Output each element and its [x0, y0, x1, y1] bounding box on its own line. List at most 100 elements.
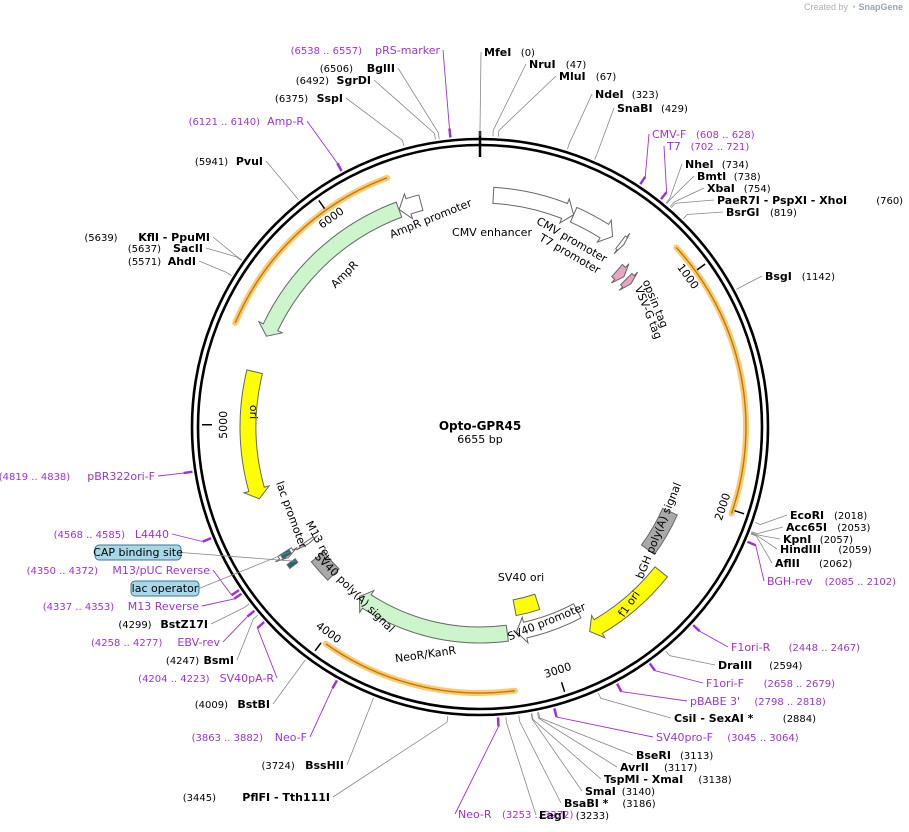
- primer-range: (6538 .. 6557): [291, 46, 363, 57]
- site-leader-hindiii: [750, 532, 778, 550]
- primer-bgh-rev[interactable]: BGH-rev(2085 .. 2102): [767, 575, 896, 588]
- site-mfei[interactable]: MfeI(0): [484, 46, 535, 59]
- primer-range: (6121 .. 6140): [189, 117, 261, 128]
- feature-vsv-g-tag[interactable]: [618, 271, 639, 291]
- primer-mark-pbr322ori-f: [183, 470, 193, 475]
- site-name: BsrGI: [726, 206, 759, 219]
- primer-f1ori-r[interactable]: F1ori-R(2448 .. 2467): [731, 641, 860, 654]
- feature-cmv-promoter[interactable]: [569, 206, 614, 244]
- site-bstbi[interactable]: BstBI(4009): [195, 698, 270, 711]
- site-pvui[interactable]: PvuI(5941): [195, 155, 263, 168]
- site-eagi[interactable]: EagI(3233): [539, 809, 609, 822]
- site-draiii[interactable]: DraIII(2594): [718, 659, 803, 672]
- primer-range: (4204 .. 4223): [138, 674, 210, 685]
- feature-cmv-enhancer[interactable]: [492, 186, 575, 225]
- feature-t7-promoter[interactable]: [613, 232, 631, 255]
- feature-sv40-promoter[interactable]: [515, 603, 582, 645]
- primer-range: (4350 .. 4372): [27, 566, 99, 577]
- site-ecori[interactable]: EcoRI(2018): [790, 509, 867, 522]
- site-hindiii[interactable]: HindIII(2059): [780, 543, 872, 556]
- site-kpni[interactable]: KpnI(2057): [783, 533, 853, 546]
- site-nhei[interactable]: NheI(734): [685, 158, 749, 171]
- site-name: BseRI: [636, 749, 671, 762]
- primer-m13-reverse[interactable]: M13 Reverse (4337 .. 4353): [43, 600, 199, 613]
- site-bsmi[interactable]: BsmI(4247): [166, 654, 234, 667]
- site-acc65i[interactable]: Acc65I(2053): [786, 521, 871, 534]
- site-bsabi[interactable]: BsaBI *(3186): [564, 797, 656, 810]
- site-position: (754): [744, 184, 771, 195]
- primer-name: M13 Reverse: [128, 600, 199, 613]
- feature-neor-kanr[interactable]: [358, 589, 509, 644]
- site-paer7i-pspxi-xhoi[interactable]: PaeR7I - PspXI - XhoI(760): [717, 194, 903, 207]
- primer-m13-puc-reverse[interactable]: M13/pUC Reverse(4350 .. 4372): [27, 564, 211, 577]
- site-avrii[interactable]: AvrII(3117): [620, 761, 697, 774]
- primer-range: (4337 .. 4353): [43, 602, 115, 613]
- primer-range: (3045 .. 3064): [727, 733, 799, 744]
- primer-leader-cmv-f: [644, 133, 650, 177]
- site-leader-nhei: [665, 163, 683, 204]
- feature-ampr-promoter[interactable]: [398, 192, 424, 220]
- site-ndei[interactable]: NdeI(323): [595, 88, 659, 101]
- feature-ori[interactable]: [239, 369, 271, 500]
- site-bsgi[interactable]: BsgI(1142): [765, 270, 835, 283]
- feature-ampr[interactable]: [257, 201, 403, 337]
- site-snabi[interactable]: SnaBI(429): [617, 102, 688, 115]
- site-bsrgi[interactable]: BsrGI (819): [726, 206, 797, 219]
- site-ahdi[interactable]: AhdI(5571): [128, 255, 196, 268]
- boxed-label-cap-binding-site[interactable]: CAP binding site: [93, 544, 296, 562]
- site-kfli-ppumi[interactable]: KflI - PpuMI(5639): [84, 231, 210, 244]
- orf-arc-line-0: [675, 247, 747, 514]
- primer-mark-l4440: [202, 537, 212, 543]
- site-position: (760): [876, 196, 903, 207]
- feature-sv40-ori[interactable]: [512, 593, 541, 617]
- boxed-label-bg: [130, 580, 200, 597]
- feature-f1-ori[interactable]: [589, 566, 669, 639]
- site-sgrdi[interactable]: SgrDI(6492): [296, 74, 371, 87]
- site-smai[interactable]: SmaI(3140): [585, 785, 655, 798]
- site-leader-draiii: [665, 650, 716, 666]
- site-position: (2594): [769, 661, 802, 672]
- primer-leader-sv40pro-f: [556, 716, 654, 738]
- primer-neo-r[interactable]: Neo-R(3253 .. 3272): [458, 808, 574, 821]
- site-xbai[interactable]: XbaI(754): [707, 182, 771, 195]
- feature-opsin-tag[interactable]: [611, 263, 630, 284]
- site-bglii[interactable]: BglII(6506): [320, 62, 395, 75]
- site-pflfi-tth111i[interactable]: PflFI - Tth111I(3445): [183, 791, 330, 804]
- site-mlui[interactable]: MluI(67): [559, 70, 616, 83]
- site-nrui[interactable]: NruI(47): [529, 58, 586, 71]
- primer-sv40pro-f[interactable]: SV40pro-F(3045 .. 3064): [656, 731, 799, 744]
- primer-pbr322ori-f[interactable]: pBR322ori-F(4819 .. 4838): [0, 470, 155, 483]
- primer-prs-marker[interactable]: pRS-marker(6538 .. 6557): [291, 44, 441, 57]
- boxed-label-lac-operator[interactable]: lac operator: [130, 551, 290, 597]
- site-tspmi-xmai[interactable]: TspMI - XmaI(3138): [604, 773, 732, 786]
- primer-cmv-f[interactable]: CMV-F(608 .. 628): [652, 128, 755, 141]
- site-name: BstBI: [237, 698, 270, 711]
- site-bstz17i[interactable]: BstZ17I(4299): [118, 618, 208, 631]
- site-name: AflII: [775, 557, 800, 570]
- site-bmti[interactable]: BmtI(738): [697, 170, 761, 183]
- primer-pbabe-3[interactable]: pBABE 3'(2798 .. 2818): [690, 695, 826, 708]
- primer-t7[interactable]: T7(702 .. 721): [666, 140, 749, 153]
- primer-ebv-rev[interactable]: EBV-rev(4258 .. 4277): [91, 636, 220, 649]
- primer-f1ori-f[interactable]: F1ori-F(2658 .. 2679): [706, 677, 835, 690]
- feature-lac-operator[interactable]: [279, 548, 293, 560]
- primer-neo-f[interactable]: Neo-F(3863 .. 3882): [192, 731, 307, 744]
- site-position: (67): [596, 72, 617, 83]
- site-bseri[interactable]: BseRI(3113): [636, 749, 713, 762]
- primer-amp-r[interactable]: Amp-R(6121 .. 6140): [189, 115, 305, 128]
- primer-range: (3863 .. 3882): [192, 733, 264, 744]
- site-csii-sexai[interactable]: CsiI - SexAI *(2884): [674, 712, 816, 725]
- feature-m13-rev[interactable]: [296, 535, 319, 551]
- site-aflii[interactable]: AflII(2062): [775, 557, 852, 570]
- feature-bgh-poly-a-signal[interactable]: [640, 507, 678, 556]
- site-bsshii[interactable]: BssHII(3724): [262, 759, 344, 772]
- primer-l4440[interactable]: L4440(4568 .. 4585): [54, 528, 169, 541]
- primer-sv40pa-r[interactable]: SV40pA-R(4204 .. 4223): [138, 672, 274, 685]
- site-leader-csii-sexai: [597, 692, 672, 719]
- feature-cap-binding-site[interactable]: [286, 558, 299, 570]
- site-position: (819): [770, 208, 797, 219]
- site-sspi[interactable]: SspI(6375): [275, 92, 343, 105]
- feature-sv40-poly-a-signal[interactable]: [310, 551, 340, 581]
- site-sacii[interactable]: SacII(5637): [128, 242, 203, 255]
